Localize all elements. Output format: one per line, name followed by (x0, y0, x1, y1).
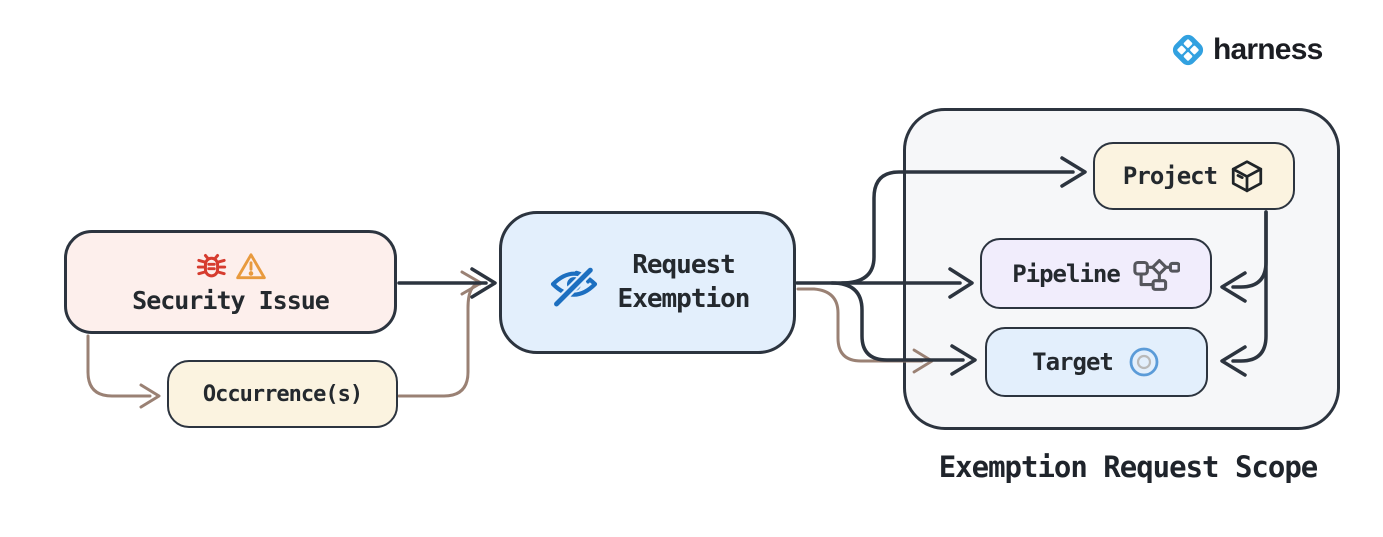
cube-icon (1231, 160, 1263, 193)
harness-logo-icon (1172, 34, 1204, 66)
scope-label: Exemption Request Scope (938, 450, 1319, 484)
connector-exemption-to-target (830, 281, 965, 362)
occurrences-node: Occurrence(s) (167, 360, 398, 428)
security-issue-node: Security Issue (64, 230, 397, 334)
project-node: Project (1093, 142, 1295, 210)
security-issue-label: Security Issue (132, 285, 330, 315)
arrowhead-project (1060, 156, 1087, 188)
brand-logo: harness (1168, 30, 1323, 70)
connector-exemption-to-target-brown (796, 287, 924, 363)
connector-exemption-to-project (840, 170, 1075, 285)
pipeline-node: Pipeline (980, 238, 1212, 309)
request-exemption-node: Request Exemption (499, 211, 796, 354)
warning-icon (235, 253, 266, 280)
target-icon (1129, 347, 1159, 377)
occurrences-label: Occurrence(s) (202, 381, 363, 407)
pipeline-label: Pipeline (1012, 259, 1121, 288)
arrowhead-occurrences (139, 383, 161, 409)
arrowhead-pipeline-left (948, 267, 974, 299)
eye-off-icon (550, 263, 597, 306)
pipeline-icon (1133, 258, 1180, 291)
arrowhead-pipeline-right (1220, 271, 1247, 303)
connector-project-to-target (1231, 210, 1268, 363)
project-label: Project (1122, 162, 1218, 190)
target-node: Target (985, 327, 1208, 397)
security-issue-icons (195, 250, 267, 283)
target-label: Target (1032, 348, 1114, 376)
arrowhead-exemption (470, 267, 497, 299)
bug-icon (196, 253, 226, 277)
arrowhead-target-right (1220, 345, 1247, 377)
arrowhead-target (950, 344, 977, 376)
brand-name: harness (1213, 33, 1323, 66)
request-exemption-label: Request Exemption (617, 249, 751, 314)
connector-security-to-occurrences (86, 334, 152, 398)
